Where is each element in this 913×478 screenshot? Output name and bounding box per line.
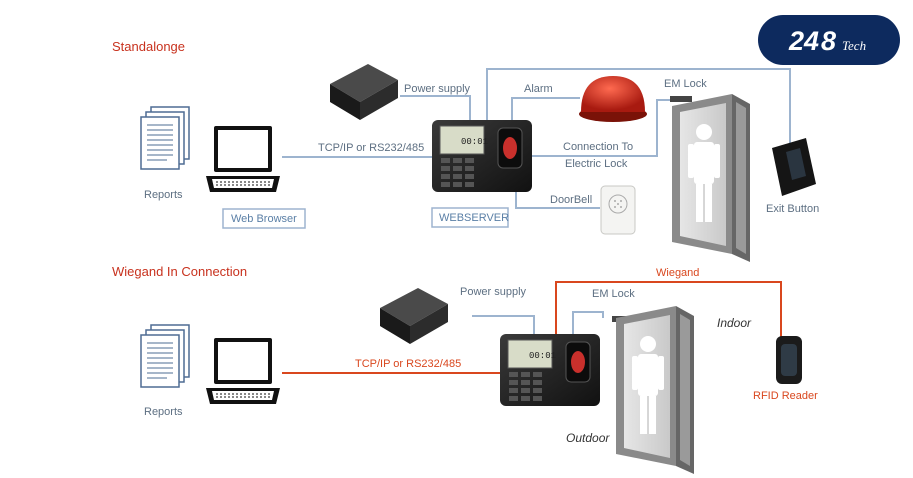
em-lock-door-icon — [670, 94, 750, 262]
webserver-label: WEBSERVER — [439, 212, 509, 224]
tcpip-label-top: TCP/IP or RS232/485 — [318, 142, 424, 154]
fingerprint-terminal-icon — [431, 119, 533, 193]
connection-line1: Connection To — [563, 141, 633, 153]
webserver-box — [431, 207, 509, 228]
reports-label-bottom: Reports — [144, 406, 183, 418]
power-supply-label-top: Power supply — [404, 83, 471, 95]
laptop-icon — [205, 125, 281, 193]
section-title-standalone: Standalonge — [112, 39, 185, 54]
web-browser-label: Web Browser — [231, 213, 297, 225]
logo-suffix: Tech — [842, 38, 866, 53]
section-title-wiegand: Wiegand In Connection — [112, 264, 247, 279]
web-browser-box — [222, 208, 306, 229]
document-stack-icon — [140, 106, 190, 170]
alarm-label: Alarm — [524, 83, 553, 95]
document-stack-icon — [140, 324, 190, 388]
doorbell-label: DoorBell — [550, 194, 592, 206]
tcpip-label-bottom: TCP/IP or RS232/485 — [355, 358, 461, 370]
device-screen-bottom: 00:01 — [529, 351, 556, 361]
bottom-connection-lines — [282, 281, 782, 374]
power-adapter-icon — [380, 288, 448, 344]
rfid-reader-icon — [776, 336, 802, 384]
logo-number-tail: 8 — [821, 26, 836, 56]
indoor-label: Indoor — [717, 316, 752, 330]
exit-button-label: Exit Button — [766, 203, 819, 215]
logo-number: 24 — [788, 26, 819, 56]
power-supply-label-bottom: Power supply — [460, 286, 527, 298]
exit-button-icon — [772, 138, 816, 196]
laptop-icon — [205, 337, 281, 405]
doorbell-icon — [600, 185, 636, 235]
em-lock-label-top: EM Lock — [664, 78, 707, 90]
fingerprint-terminal-icon — [499, 333, 601, 407]
reports-label-top: Reports — [144, 189, 183, 201]
alarm-siren-icon — [579, 76, 647, 122]
power-adapter-icon — [330, 64, 398, 120]
rfid-reader-label: RFID Reader — [753, 390, 818, 402]
device-screen-top: 00:01 — [461, 137, 488, 147]
em-lock-door-icon — [612, 306, 694, 474]
connection-line2: Electric Lock — [565, 158, 628, 170]
outdoor-label: Outdoor — [566, 431, 610, 445]
brand-logo: 24 8 Tech — [758, 15, 900, 65]
wiegand-label: Wiegand — [656, 267, 699, 279]
em-lock-label-bottom: EM Lock — [592, 288, 635, 300]
